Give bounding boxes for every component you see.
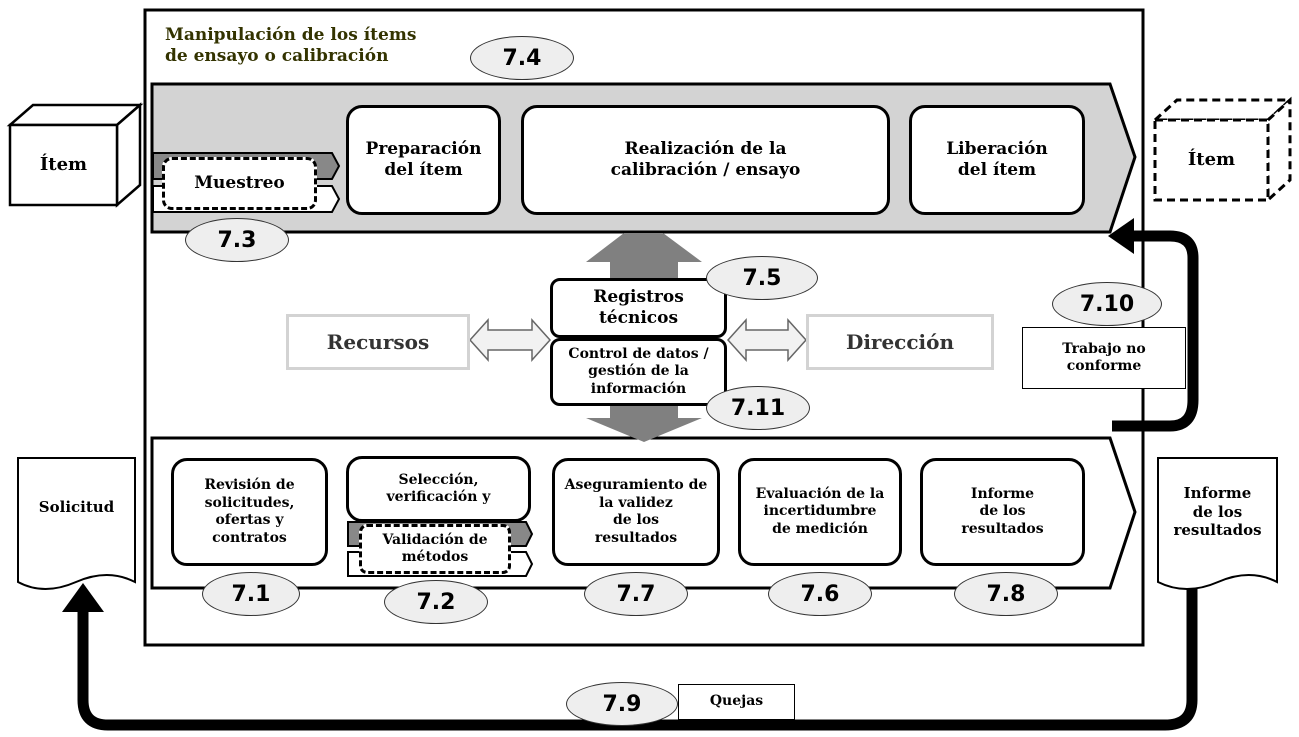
uncertainty-box: Evaluación de la incertidumbre de medici… xyxy=(738,458,902,566)
complaints-box: Quejas xyxy=(678,684,795,720)
output-item-cube xyxy=(1151,96,1294,204)
results-report-box: Informe de los resultados xyxy=(920,458,1085,566)
report-document xyxy=(1157,457,1278,590)
down-arrow xyxy=(586,405,702,442)
nonconforming-loop-head xyxy=(1108,218,1134,254)
code-7-5-badge: 7.5 xyxy=(706,256,818,300)
data-control-box: Control de datos / gestión de la informa… xyxy=(550,338,727,406)
preparation-box: Preparación del ítem xyxy=(346,105,501,215)
sampling-box: Muestreo xyxy=(162,157,317,210)
request-document xyxy=(17,457,136,590)
request-label: Solicitud xyxy=(38,497,115,516)
report-document-label: Informe de los resultados xyxy=(1173,483,1262,540)
nonconforming-loop-line xyxy=(1112,230,1199,432)
management-box: Dirección xyxy=(806,314,994,370)
request-review-box: Revisión de solicitudes, ofertas y contr… xyxy=(171,458,328,566)
execution-box: Realización de la calibración / ensayo xyxy=(521,105,890,215)
method-validation-box: Validación de métodos xyxy=(359,524,511,574)
code-7-8-badge: 7.8 xyxy=(954,572,1058,616)
complaints-loop-head xyxy=(62,583,104,612)
technical-records-box: Registros técnicos xyxy=(550,278,727,338)
code-7-7-badge: 7.7 xyxy=(584,572,688,616)
code-7-3-badge: 7.3 xyxy=(185,218,289,262)
code-7-1-badge: 7.1 xyxy=(202,572,300,616)
input-item-label: Ítem xyxy=(39,153,88,175)
up-arrow xyxy=(586,233,702,280)
code-7-10-badge: 7.10 xyxy=(1052,282,1162,326)
validity-assurance-box: Aseguramiento de la validez de los resul… xyxy=(552,458,720,566)
input-item-cube xyxy=(6,102,144,208)
method-selection-box: Selección, verificación y xyxy=(346,456,531,522)
output-item-label: Ítem xyxy=(1187,148,1236,170)
nonconforming-work-box: Trabajo no conforme xyxy=(1022,327,1186,389)
resources-double-arrow xyxy=(468,318,552,362)
release-box: Liberación del ítem xyxy=(909,105,1085,215)
resources-box: Recursos xyxy=(286,314,470,370)
code-7-6-badge: 7.6 xyxy=(768,572,872,616)
section-title: Manipulación de los ítems de ensayo o ca… xyxy=(165,25,417,67)
code-7-2-badge: 7.2 xyxy=(384,580,488,624)
code-7-9-badge: 7.9 xyxy=(566,682,678,726)
code-7-11-badge: 7.11 xyxy=(706,386,810,430)
code-7-4-badge: 7.4 xyxy=(470,36,574,80)
